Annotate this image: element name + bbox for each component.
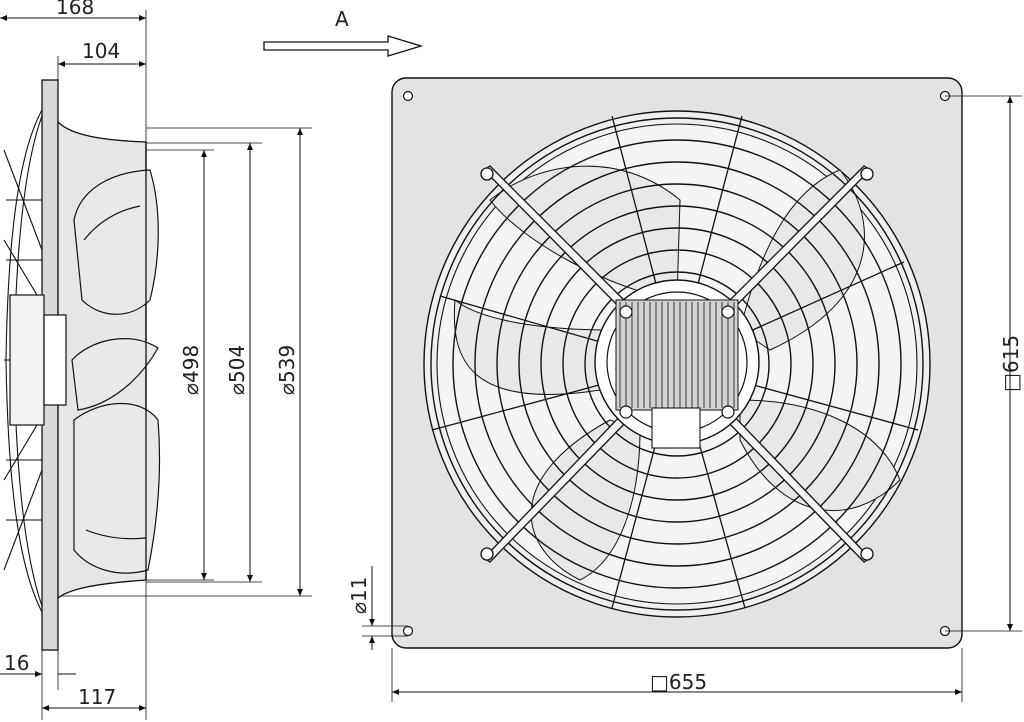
dimension-dia-498: ⌀498 xyxy=(146,149,214,581)
side-view: 168 104 16 117 ⌀498 xyxy=(0,0,312,720)
dimension-168: 168 xyxy=(0,0,147,142)
guard-ring xyxy=(496,183,858,545)
guard-ring xyxy=(540,227,814,501)
impeller-blades-front xyxy=(453,165,901,581)
dimension-104-label: 104 xyxy=(82,39,120,63)
mounting-hole-bottom-left xyxy=(402,625,414,637)
dimension-117-label: 117 xyxy=(78,685,116,709)
guard-ring xyxy=(562,249,792,479)
dim-615-label: □615 xyxy=(999,335,1023,392)
dimension-168-label: 168 xyxy=(56,0,94,19)
impeller-blades-side xyxy=(71,169,161,574)
motor-front xyxy=(594,279,760,449)
dia-504-label: ⌀504 xyxy=(225,345,249,395)
dia-11-label: ⌀11 xyxy=(347,577,371,615)
dia-498-label: ⌀498 xyxy=(179,345,203,395)
front-view: □615 □655 ⌀11 xyxy=(347,77,1023,702)
dimension-16: 16 xyxy=(0,650,76,720)
mounting-hole-top-left xyxy=(402,90,414,102)
guard-grille-rings xyxy=(430,117,924,611)
guard-ring xyxy=(430,117,924,611)
dimension-dia-539: ⌀539 xyxy=(60,127,312,597)
guard-ring xyxy=(518,205,836,523)
view-label-a: A xyxy=(335,7,349,31)
dimension-16-label: 16 xyxy=(4,651,29,675)
dimension-615: □615 xyxy=(945,95,1023,632)
guard-ring xyxy=(474,161,880,567)
dimension-dia-11: ⌀11 xyxy=(347,566,408,650)
motor-side xyxy=(9,294,45,426)
dimension-655: □655 xyxy=(391,648,963,702)
dimension-dia-504: ⌀504 xyxy=(146,142,262,583)
dia-539-label: ⌀539 xyxy=(275,345,299,395)
motor-cooling-fins xyxy=(615,299,739,411)
guard-support-struts xyxy=(480,165,874,563)
dimension-117: 117 xyxy=(42,580,147,720)
guard-ring xyxy=(584,271,770,457)
guard-ring xyxy=(452,139,902,589)
motor-hub-side xyxy=(43,314,67,406)
cable-gland xyxy=(651,407,701,449)
dim-655-label: □655 xyxy=(650,670,707,694)
dimension-104: 104 xyxy=(57,39,146,120)
view-direction-arrow: A xyxy=(263,7,424,57)
